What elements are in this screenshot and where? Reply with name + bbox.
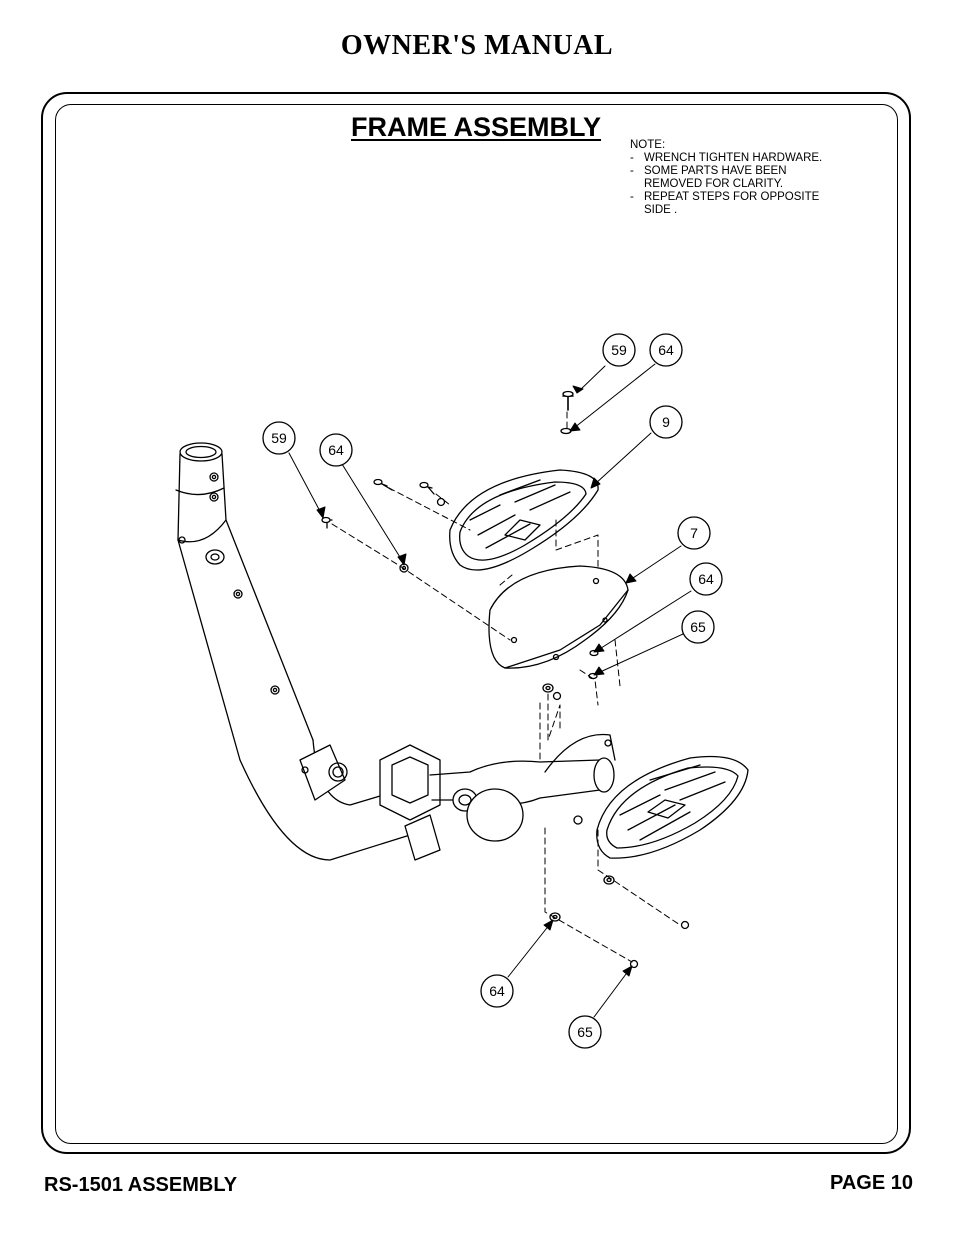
footer-page-number: PAGE 10 [830, 1172, 913, 1194]
assembly-guide-lines [331, 411, 681, 963]
footer-model-label: RS-1501 ASSEMBLY [44, 1174, 238, 1196]
note-item: - SOME PARTS HAVE BEEN [630, 165, 822, 178]
callout-label: 64 [328, 442, 344, 458]
foot-pedal-lower [596, 755, 749, 859]
note-text-continued: REMOVED FOR CLARITY. [644, 178, 784, 190]
inner-frame [55, 104, 898, 1144]
note-text-continued: SIDE . [644, 204, 678, 216]
note-dash: - [630, 152, 634, 164]
callout-leaders [288, 363, 692, 1018]
section-title: FRAME ASSEMBLY [351, 112, 602, 142]
note-heading: NOTE: [630, 139, 666, 151]
note-text: WRENCH TIGHTEN HARDWARE. [644, 152, 823, 164]
callout-label: 65 [577, 1024, 593, 1040]
hardware [321, 390, 690, 969]
callout-label: 9 [662, 414, 670, 430]
callout-circles [262, 333, 723, 1049]
note-dash: - [630, 191, 634, 203]
page-header-title: OWNER'S MANUAL [340, 30, 614, 61]
callout-label: 64 [489, 983, 505, 999]
note-item: - WRENCH TIGHTEN HARDWARE. [630, 152, 822, 165]
note-text: REPEAT STEPS FOR OPPOSITE [644, 191, 820, 203]
outer-frame [41, 92, 911, 1154]
upright-tube [175, 442, 411, 861]
mount-bracket [379, 744, 441, 861]
callout-label: 65 [690, 619, 706, 635]
callout-label: 7 [690, 525, 698, 541]
note-text: SOME PARTS HAVE BEEN [644, 165, 787, 177]
note-dash: - [630, 165, 634, 177]
pedal-mount-plate [488, 565, 629, 669]
callout-labels: 59 64 9 59 64 7 64 65 64 65 [271, 342, 714, 1040]
callout-label: 59 [611, 342, 627, 358]
foot-pedal-upper [449, 469, 599, 571]
callout-label: 64 [658, 342, 674, 358]
callout-label: 64 [698, 571, 714, 587]
pedal-crossbar [429, 733, 616, 842]
callout-label: 59 [271, 430, 287, 446]
note-item: - REPEAT STEPS FOR OPPOSITE [630, 191, 822, 204]
assembly-note: NOTE: - WRENCH TIGHTEN HARDWARE. - SOME … [630, 139, 822, 217]
